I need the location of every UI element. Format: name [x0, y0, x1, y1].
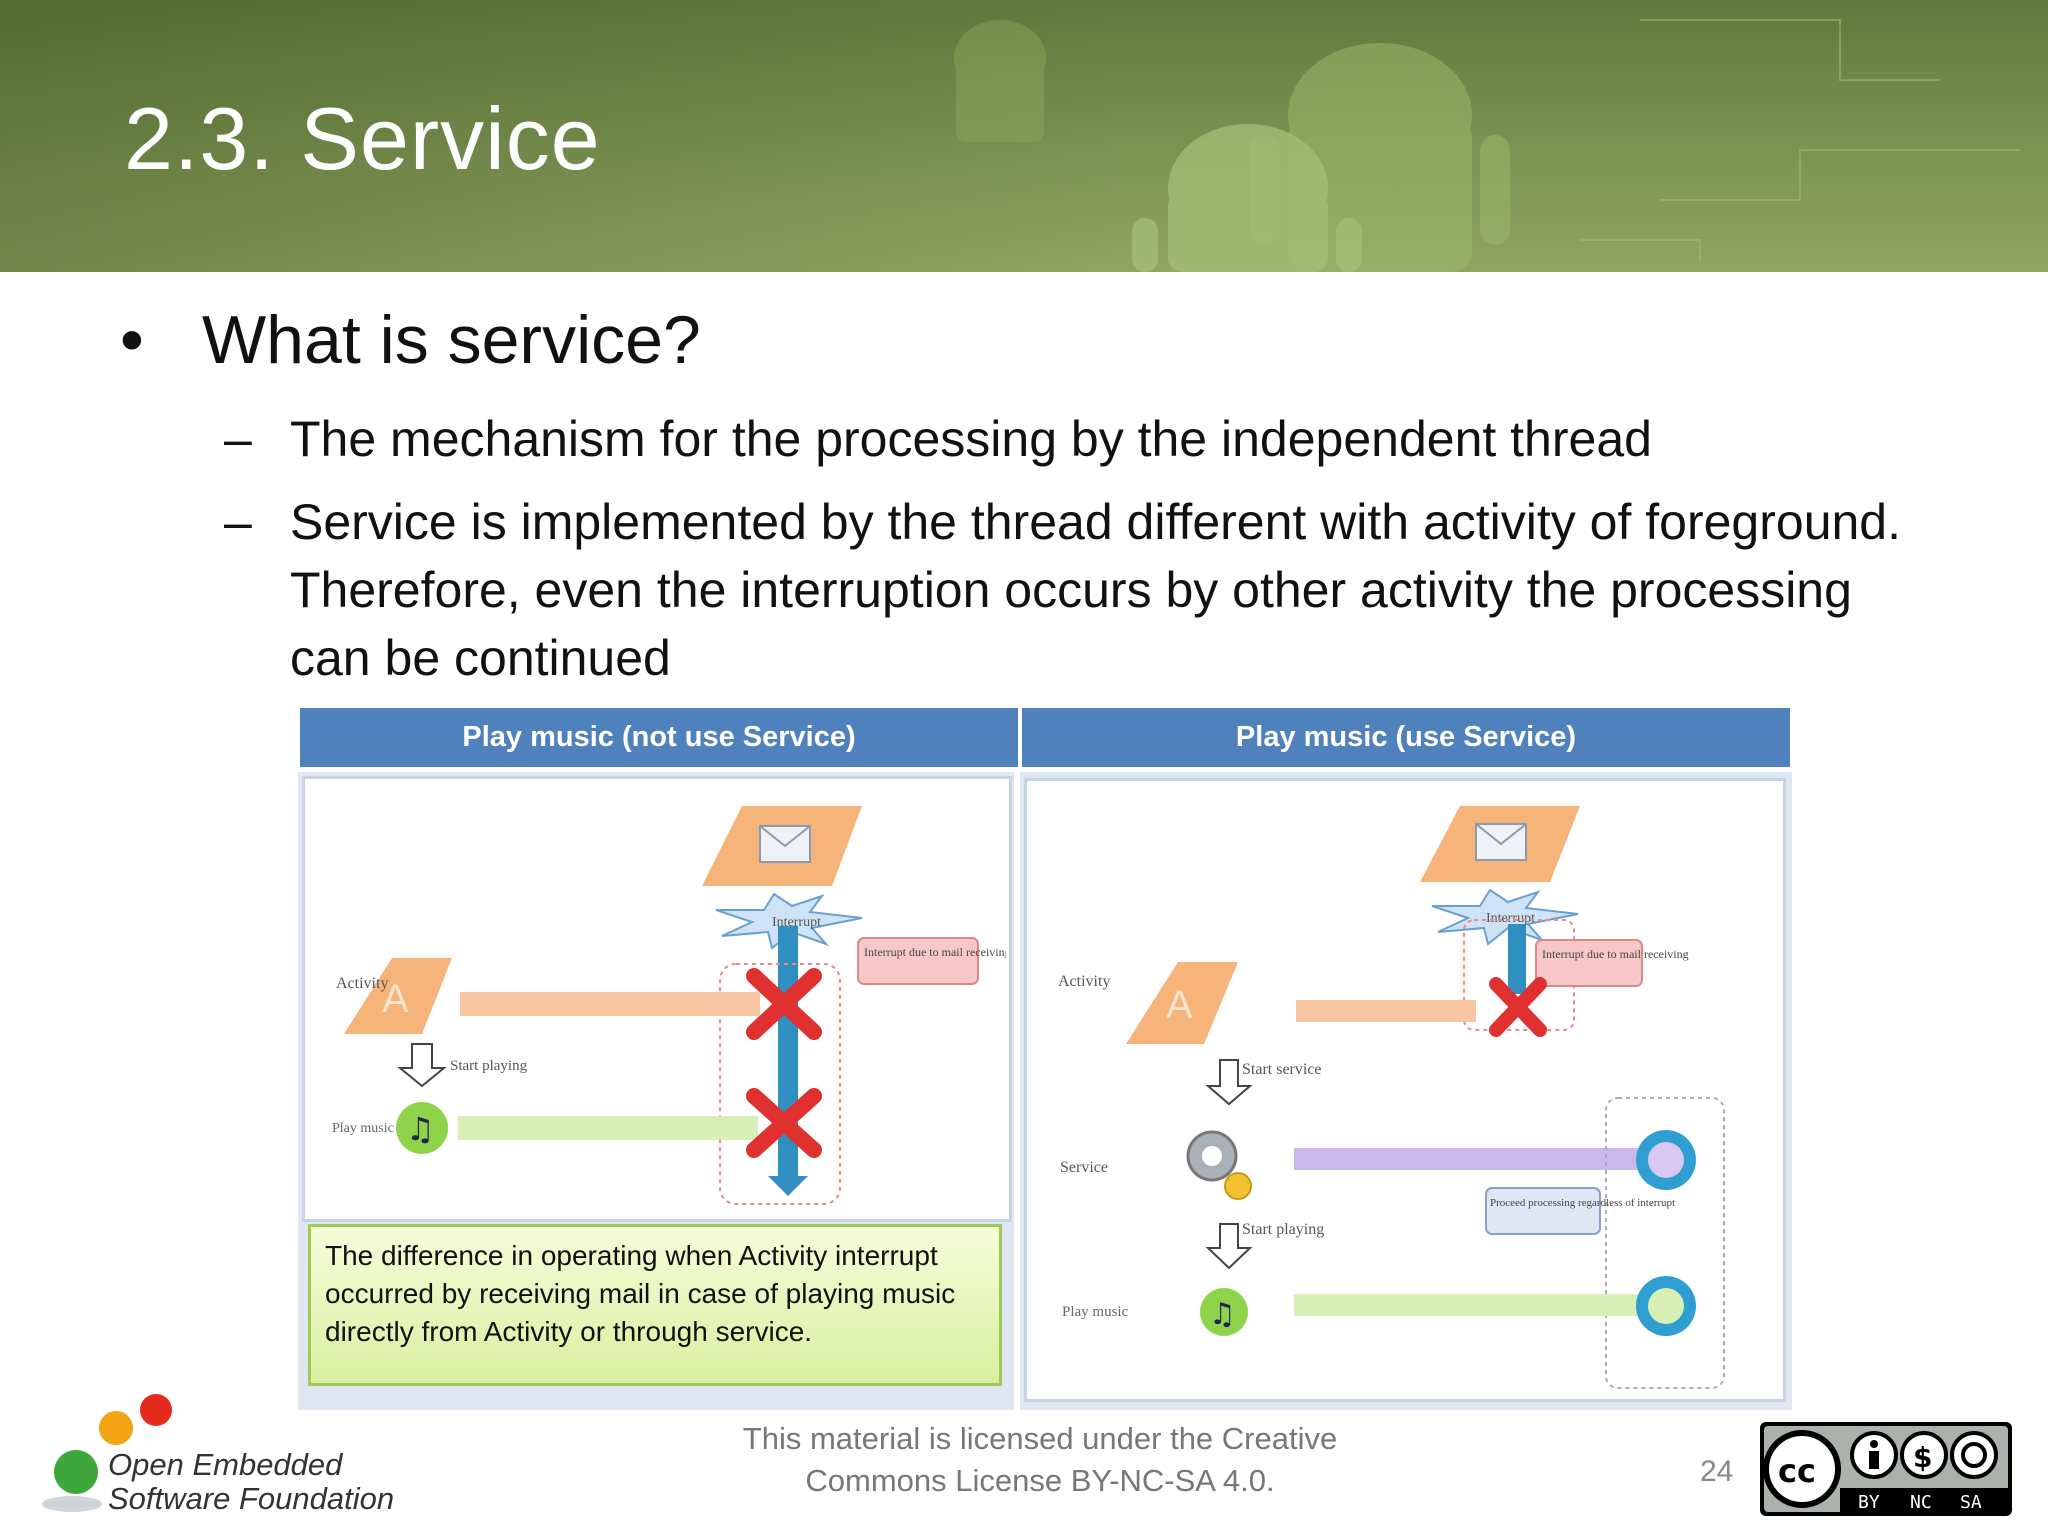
sub-point-1-text: The mechanism for the processing by the … [290, 411, 1652, 467]
gear-icon [1186, 1130, 1252, 1200]
svg-text:♫: ♫ [1209, 1297, 1236, 1332]
license-line-1: This material is licensed under the Crea… [742, 1421, 1338, 1456]
dash-1: – [224, 411, 252, 467]
right-callout [1535, 939, 1643, 987]
sa-icon [1950, 1431, 1998, 1479]
logo-green-dot [54, 1450, 98, 1494]
right-interrupt-label: Interrupt [1486, 911, 1535, 926]
nc-icon [1900, 1431, 1948, 1479]
logo-red-dot [140, 1394, 172, 1426]
right-activity-bar [1296, 1000, 1476, 1022]
oesf-name-line2: Software Foundation [108, 1481, 395, 1516]
cc-label-by: BY [1858, 1492, 1880, 1513]
left-callout [857, 937, 979, 985]
right-interrupt-arrow [1508, 924, 1526, 994]
left-start-label: Start playing [450, 1058, 528, 1074]
svg-text:♫: ♫ [406, 1110, 435, 1148]
music-icon: ♫ [396, 1102, 448, 1154]
left-activity-label: Activity [336, 975, 388, 992]
right-interrupt-region [1463, 919, 1575, 1031]
logo-shadow [42, 1496, 102, 1512]
continue-callout [1485, 1187, 1601, 1235]
right-activity-shape [1126, 962, 1238, 1044]
license-text: This material is licensed under the Crea… [700, 1418, 1380, 1502]
svg-text:$: $ [1913, 1441, 1932, 1474]
cc-label-nc: NC [1910, 1492, 1932, 1513]
right-cross [1489, 977, 1547, 1037]
oesf-name-line1: Open Embedded [108, 1447, 343, 1482]
start-arrow [397, 1043, 447, 1088]
right-music-bar [1294, 1294, 1654, 1316]
oesf-logo [42, 1394, 172, 1512]
start-service-label: Start service [1242, 1061, 1322, 1078]
dash-2: – [224, 494, 252, 550]
service-continue-icon [1636, 1130, 1696, 1190]
cc-label-sa: SA [1960, 1492, 1982, 1513]
right-callout-text: Interrupt due to mail receiving [1542, 947, 1689, 961]
right-mail-icon [1475, 823, 1527, 861]
explanation-note: The difference in operating when Activit… [308, 1224, 1002, 1386]
activity-letter: A [382, 977, 409, 1021]
left-cross-2 [746, 1088, 822, 1158]
start-service-arrow [1205, 1059, 1253, 1106]
music-continue-icon [1636, 1276, 1696, 1336]
right-start-label: Start playing [1242, 1221, 1324, 1238]
service-label: Service [1060, 1159, 1108, 1176]
right-music-label: Play music [1062, 1304, 1129, 1320]
interrupt-region [719, 963, 841, 1205]
service-bar [1294, 1148, 1654, 1170]
continue-region [1605, 1097, 1725, 1389]
right-activity-label: Activity [1058, 973, 1110, 990]
slide-title: 2.3. Service [124, 89, 601, 188]
activity-bar [460, 992, 760, 1016]
left-callout-text: Interrupt due to mail receiving [864, 945, 1006, 959]
right-activity-letter: A [1166, 983, 1193, 1027]
start-playing-arrow [1205, 1223, 1253, 1270]
diagram-with-service: Interrupt Interrupt due to mail receivin… [1058, 806, 1725, 1389]
page-number: 24 [1700, 1455, 1734, 1488]
music-bar [458, 1116, 758, 1140]
activity-shape [344, 958, 452, 1034]
continue-callout-text: Proceed processing regardless of interru… [1490, 1197, 1675, 1209]
bullet-text: What is service? [202, 302, 701, 378]
logo-orange-dot [99, 1411, 133, 1445]
left-panel-header: Play music (not use Service) [300, 708, 1018, 767]
oesf-name: Open Embedded Software Foundation [108, 1448, 394, 1516]
cc-by-nc-sa-badge: cc $ BY NC SA [1760, 1422, 2012, 1516]
right-music-icon: ♫ [1200, 1288, 1248, 1336]
diagram-without-service: Interrupt Interrupt due to mail receivin… [332, 806, 1006, 1205]
interrupt-arrowhead [768, 1176, 808, 1196]
slide-header: 2.3. Service [0, 0, 2048, 272]
cc-mark: cc [1778, 1452, 1816, 1490]
license-line-2: Commons License BY-NC-SA 4.0. [805, 1463, 1275, 1498]
android-robots-decoration [954, 19, 2020, 272]
mail-icon [759, 825, 811, 863]
header-shade [0, 0, 2048, 272]
left-music-label: Play music [332, 1121, 394, 1136]
bullet-dot: • [120, 302, 144, 378]
sub-point-2-text: Service is implemented by the thread dif… [290, 494, 1902, 686]
left-cross-1 [746, 968, 822, 1040]
right-panel-header: Play music (use Service) [1022, 708, 1790, 767]
